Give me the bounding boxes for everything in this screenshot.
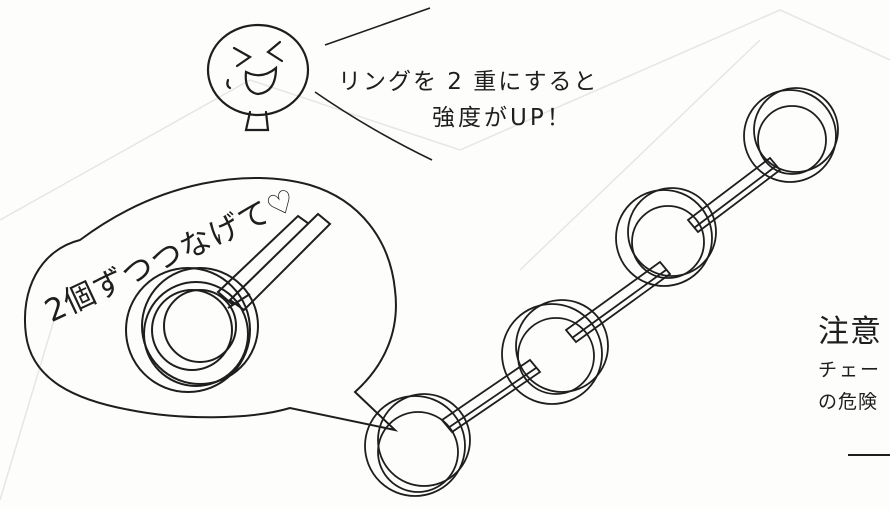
- speech-lines: [314, 7, 433, 161]
- chain-ring-1: [364, 393, 471, 497]
- chain-ring-3: [615, 187, 717, 287]
- double-ring-link-icon: [125, 212, 332, 393]
- notice-line-2: の危険: [818, 391, 879, 413]
- notice-line-1: チェー: [818, 359, 882, 381]
- smiling-face-icon: [206, 23, 310, 132]
- caption-line-1: リングを 2 重にすると: [338, 69, 599, 95]
- paper-sheet-outline: [0, 9, 890, 501]
- caption-line-2: 強度がUP！: [432, 105, 573, 131]
- speech-bubble: [24, 176, 399, 432]
- notice-title: 注意: [818, 314, 882, 350]
- chain-ring-2: [501, 299, 609, 405]
- ring-chain-illustration: [364, 87, 839, 497]
- chain-ring-4: [743, 87, 839, 183]
